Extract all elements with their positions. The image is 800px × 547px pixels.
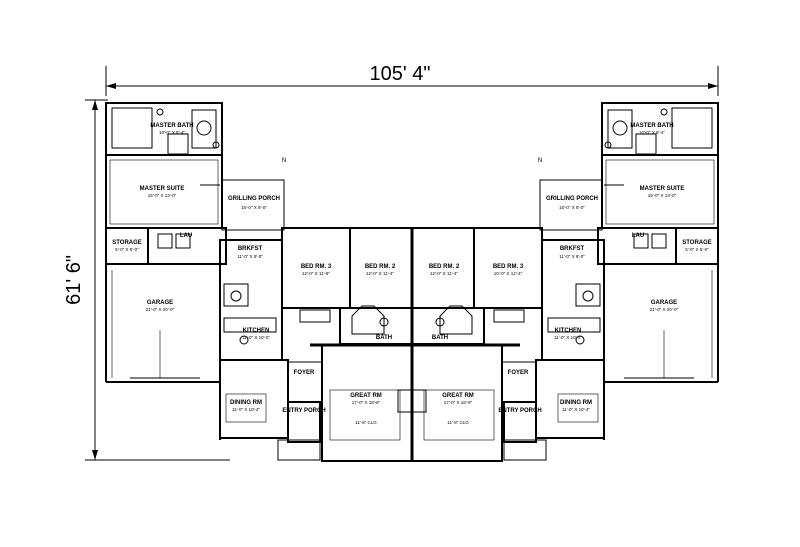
right-master-bath-label: MASTER BATH [630,123,673,129]
depth-dimension-label: 61' 6" [63,255,85,305]
right-garage-size: 21'-0" X 20'-0" [650,307,679,312]
left-bath-label: BATH [376,335,392,341]
left-north-mark: N [282,158,286,164]
left-master-bath-label: MASTER BATH [150,123,193,129]
left-storage-label: STORAGE [112,240,142,246]
left-grilling-porch-size: 15'-0" X 8'-0" [241,205,267,210]
left-unit [105,102,413,462]
left-kitchen-size: 11'-0" X 10'-0" [242,335,270,340]
left-master-suite-size: 15'-0" X 13'-0" [148,193,177,198]
left-bed-rm-2-size: 12'-0" X 11'-4" [366,271,394,276]
left-garage-size: 21'-0" X 20'-0" [146,307,175,312]
left-brkfst-size: 11'-0" X 9'-0" [237,254,263,259]
right-grilling-porch-label: GRILLING PORCH [546,196,598,202]
left-great-rm-label: GREAT RM [350,393,382,399]
left-kitchen-label: KITCHEN [243,328,270,334]
right-storage-size: 5'-0" X 5'-0" [685,247,709,252]
left-dining-size: 11'-0" X 10'-4" [232,407,260,412]
right-north-mark: N [538,158,542,164]
right-garage-label: GARAGE [651,300,677,306]
right-bath-label: BATH [432,335,448,341]
right-bed-rm-2-size: 12'-0" X 11'-4" [430,271,458,276]
right-dining-size: 11'-0" X 10'-4" [562,407,590,412]
left-grilling-porch-label: GRILLING PORCH [228,196,280,202]
right-foyer-label: FOYER [508,370,529,376]
right-master-suite-size: 15'-0" X 13'-0" [648,193,677,198]
left-storage-size: 5'-0" X 5'-0" [115,247,139,252]
left-bed-rm-3-size: 12'-0" X 11'-8" [302,271,330,276]
right-kitchen-size: 11'-0" X 10'-0" [554,335,582,340]
left-foyer-label: FOYER [294,370,315,376]
right-bed-rm-3-size: 10'-0" X 12'-4" [494,271,523,276]
left-ceiling-note: 11'-8" CLG [355,420,377,425]
width-dimension-label: 105' 4" [370,63,431,85]
left-bed-rm-3-label: BED RM. 3 [301,264,332,270]
fireplace-icon [397,389,427,413]
left-great-rm-size: 17'-0" X 18'-8" [352,400,381,405]
right-master-suite-label: MASTER SUITE [640,186,685,192]
left-brkfst-label: BRKFST [238,246,263,252]
left-master-bath-size: 10'-0" X 8'-4" [159,130,185,135]
right-bed-rm-2-label: BED RM. 2 [429,264,460,270]
left-master-suite-label: MASTER SUITE [140,186,185,192]
width-dimension: 105' 4" [105,58,719,96]
depth-dimension: 61' 6" [62,99,230,461]
left-bed-rm-2-label: BED RM. 2 [365,264,396,270]
left-garage-label: GARAGE [147,300,173,306]
right-great-rm-label: GREAT RM [442,393,474,399]
right-entry-porch-label: ENTRY PORCH [498,408,541,414]
right-brkfst-size: 11'-0" X 9'-0" [559,254,585,259]
right-dining-label: DINING RM [560,400,592,406]
right-great-rm-size: 17'-0" X 18'-8" [444,400,473,405]
right-storage-label: STORAGE [682,240,712,246]
left-dining-label: DINING RM [230,400,262,406]
right-ceiling-note: 11'-8" CLG [447,420,469,425]
left-entry-porch-label: ENTRY PORCH [282,408,325,414]
left-laundry-label: LAU [180,233,192,239]
right-grilling-porch-size: 15'-0" X 8'-0" [559,205,585,210]
right-bed-rm-3-label: BED RM. 3 [493,264,524,270]
right-kitchen-label: KITCHEN [555,328,582,334]
right-brkfst-label: BRKFST [560,246,585,252]
right-laundry-label: LAU [632,233,644,239]
right-master-bath-size: 10'-0" X 8'-4" [639,130,665,135]
